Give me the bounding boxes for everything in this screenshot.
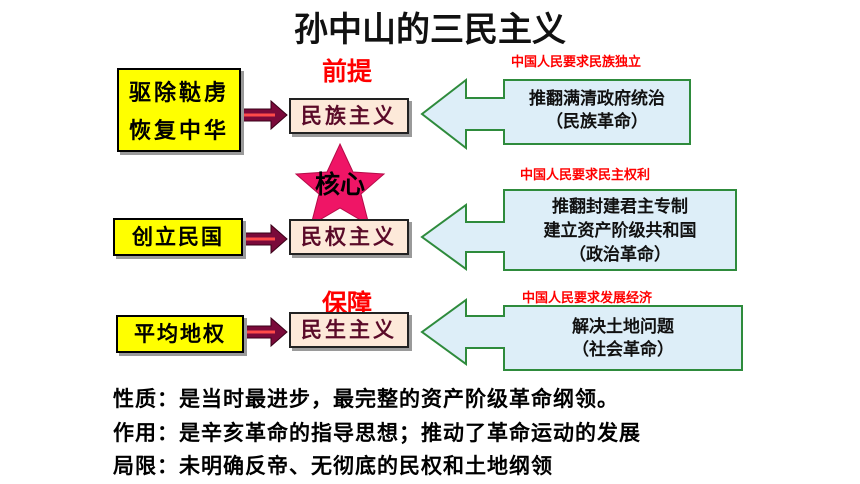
callout-text: 推翻满清政府统治 （民族革命） [506, 88, 688, 134]
principle-box: 民生主义 [289, 312, 409, 348]
goal-box: 创立民国 [113, 218, 243, 256]
summary-limitation: 局限：未明确反帝、无彻底的民权和土地纲领 [113, 453, 553, 478]
demand-label: 中国人民要求发展经济 [522, 291, 653, 306]
principle-box: 民族主义 [289, 98, 409, 134]
callout-line: （民族革命） [546, 112, 648, 132]
callout-line: 推翻封建君主专制 [552, 197, 688, 217]
summary-nature: 性质：是当时最进步，最完整的资产阶级革命纲领。 [113, 386, 619, 411]
callout-line: 推翻满清政府统治 [529, 89, 665, 109]
goal-line: 恢复中华 [128, 118, 229, 144]
callout-arrow-shape [420, 298, 743, 371]
callout-line: （社会革命） [572, 340, 674, 360]
page-title: 孙中山的三民主义 [294, 10, 566, 50]
callout-arrow-shape [420, 77, 691, 151]
demand-label: 中国人民要求民族独立 [511, 55, 642, 70]
callout-line: 建立资产阶级共和国 [543, 221, 697, 241]
star-icon [294, 142, 386, 227]
goal-line: 创立民国 [132, 224, 224, 249]
goal-line: 平均地权 [134, 321, 226, 346]
principle-box: 民权主义 [289, 219, 409, 255]
goal-box: 驱除鞑虏 恢复中华 [117, 68, 241, 152]
callout-line: 解决土地问题 [572, 317, 674, 337]
role-label: 核心 [315, 170, 366, 199]
role-label: 前提 [322, 57, 373, 86]
callout-arrow-shape [420, 189, 737, 271]
callout-text: 解决土地问题 （社会革命） [506, 316, 740, 362]
goal-box: 平均地权 [116, 315, 244, 353]
summary-effect: 作用：是辛亥革命的指导思想；推动了革命运动的发展 [113, 420, 641, 445]
callout-text: 推翻封建君主专制 建立资产阶级共和国 （政治革命） [506, 195, 734, 267]
goal-line: 驱除鞑虏 [128, 80, 229, 106]
callout-line: （政治革命） [569, 245, 671, 265]
demand-label: 中国人民要求民主权利 [520, 168, 651, 183]
